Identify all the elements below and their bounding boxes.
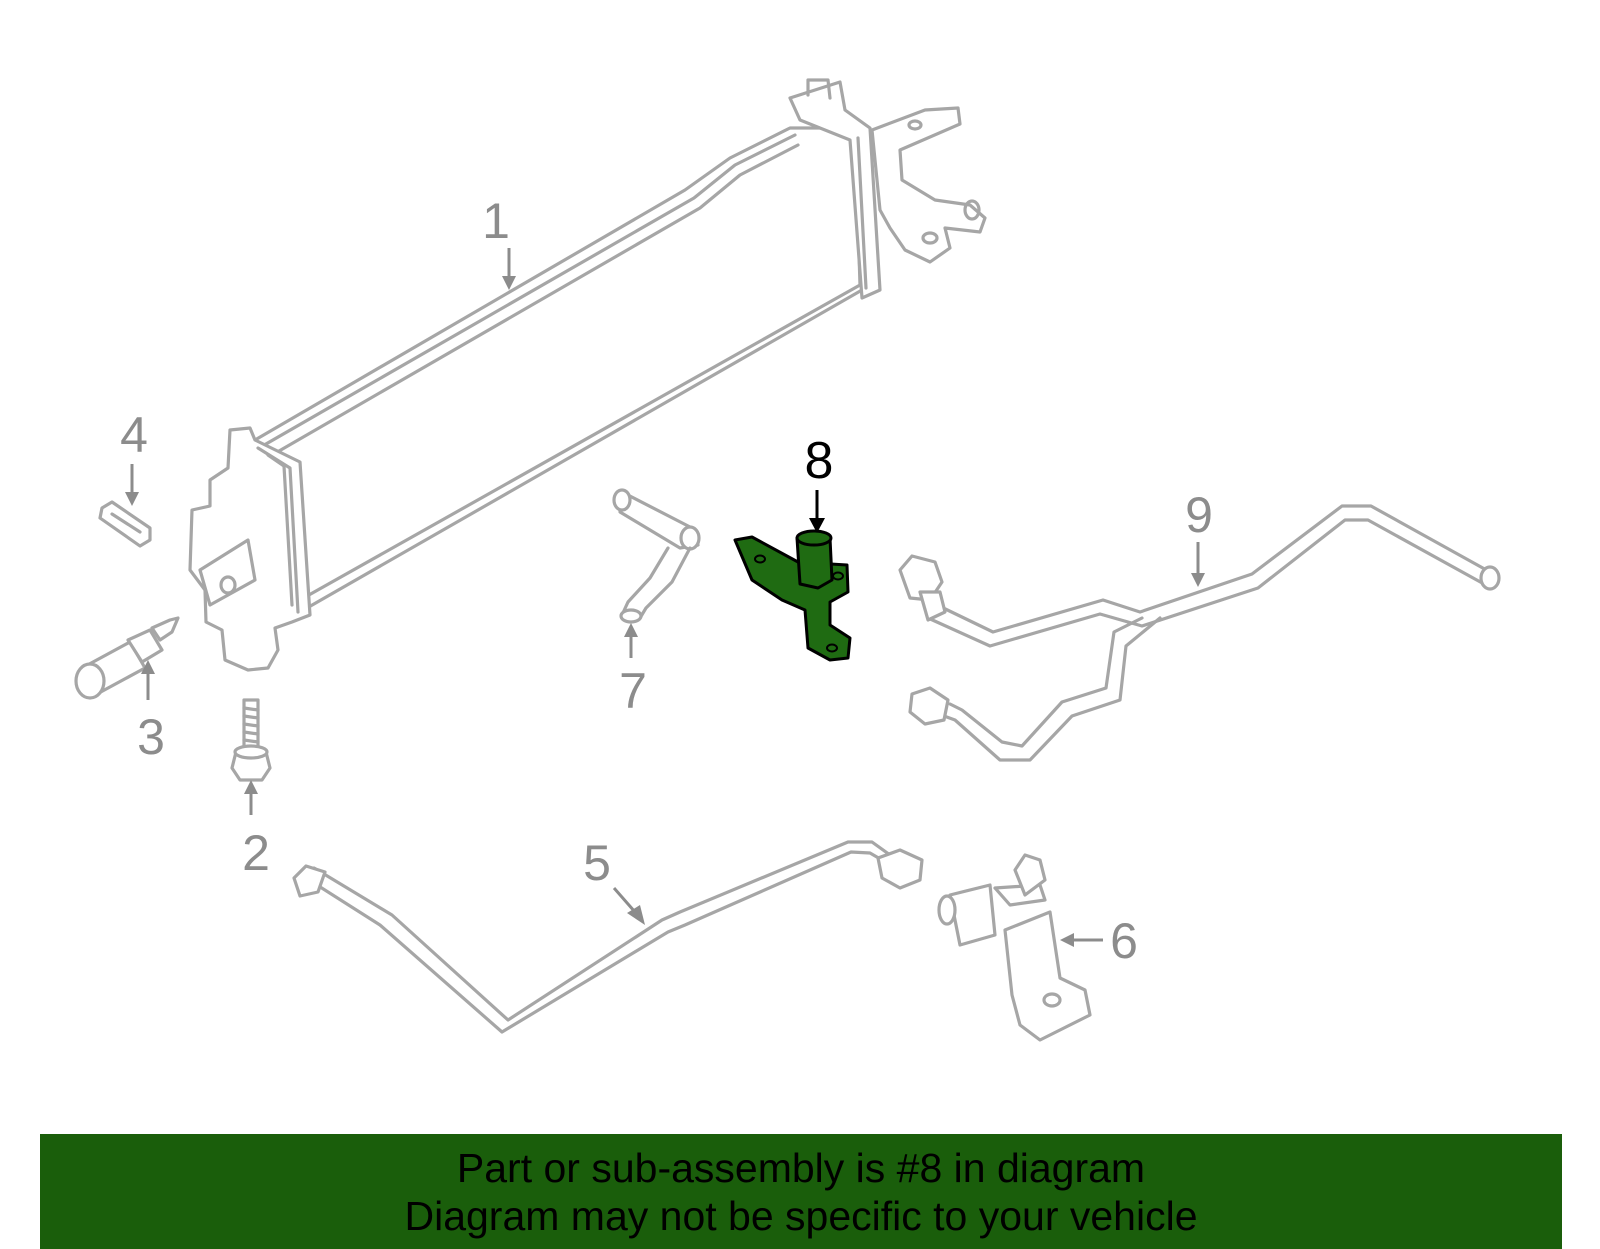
callout-1: 1 xyxy=(482,193,516,290)
callout-7-number: 7 xyxy=(619,663,647,719)
callout-5: 5 xyxy=(583,835,645,925)
banner-line-disclaimer: Diagram may not be specific to your vehi… xyxy=(404,1193,1198,1239)
callout-7: 7 xyxy=(619,623,647,719)
part-4-clip xyxy=(98,500,152,548)
part-3-sensor xyxy=(74,616,180,700)
callout-4: 4 xyxy=(120,407,148,506)
callout-8: 8 xyxy=(805,432,834,533)
callout-3-number: 3 xyxy=(137,709,165,765)
part-1-oil-cooler xyxy=(188,78,987,672)
info-banner: Part or sub-assembly is #8 in diagram Di… xyxy=(40,1134,1562,1249)
callout-3: 3 xyxy=(137,660,165,765)
callout-2: 2 xyxy=(242,780,270,881)
part-2-bolt xyxy=(230,698,272,782)
callout-4-number: 4 xyxy=(120,407,148,463)
callout-6: 6 xyxy=(1060,913,1138,969)
callout-6-number: 6 xyxy=(1110,913,1138,969)
part-8-bracket-highlighted xyxy=(733,529,852,662)
part-6-valve xyxy=(937,853,1092,1042)
callout-9-number: 9 xyxy=(1185,487,1213,543)
callout-2-number: 2 xyxy=(242,825,270,881)
part-9-tube-assembly xyxy=(898,504,1501,762)
callout-1-number: 1 xyxy=(482,193,510,249)
banner-line-part-info: Part or sub-assembly is #8 in diagram xyxy=(456,1145,1146,1191)
callout-5-number: 5 xyxy=(583,835,611,891)
callout-8-number: 8 xyxy=(805,432,834,490)
part-7-hose xyxy=(612,488,701,624)
part-5-tube xyxy=(292,840,924,1034)
callout-9: 9 xyxy=(1185,487,1213,587)
